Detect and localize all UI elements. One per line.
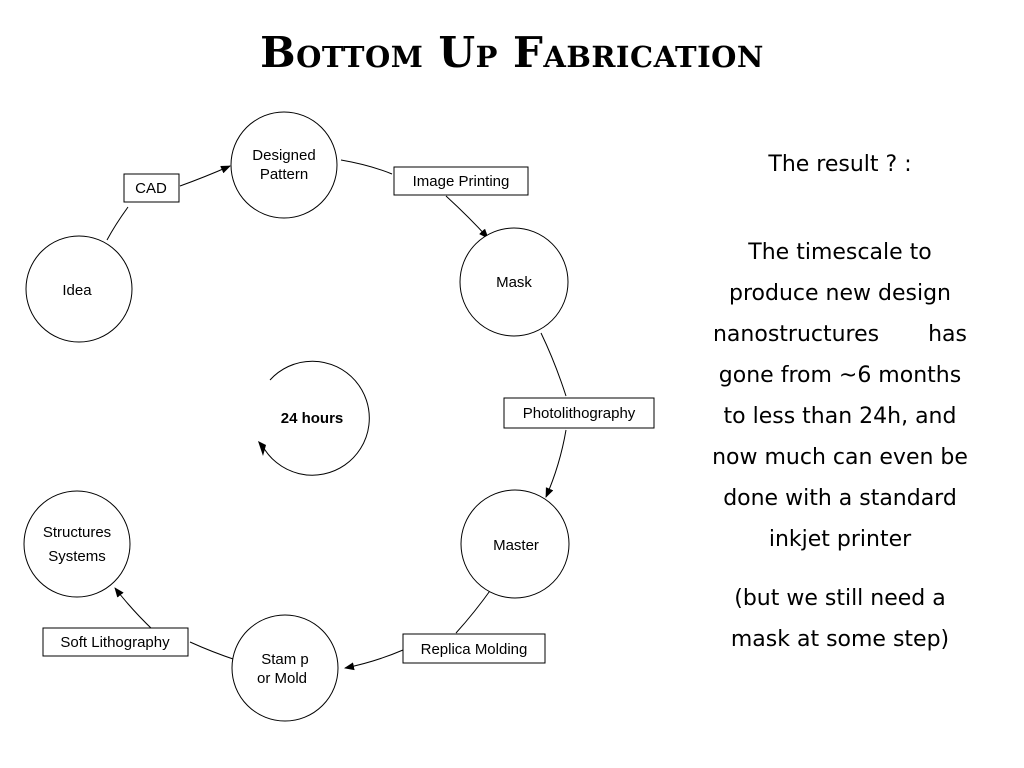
arrow-idea-to-cad — [106, 206, 129, 241]
node-stamp-or-mold-label-line1: Stam p — [261, 651, 309, 668]
center-cycle: 24 hours — [258, 360, 370, 476]
process-box-image-printing-label: Image Printing — [413, 173, 510, 190]
node-designed-pattern-label-line1: Designed — [252, 147, 315, 164]
timescale-line: produce new design — [729, 281, 951, 306]
node-idea: Idea — [25, 235, 133, 343]
node-idea-label: Idea — [62, 282, 92, 299]
process-box-photolithography: Photolithography — [503, 397, 655, 429]
timescale-line: now much can even be — [712, 445, 968, 470]
note-line: (but we still need a — [734, 586, 946, 611]
node-master-label: Master — [493, 537, 539, 554]
page-title: Bottom Up Fabrication — [260, 28, 764, 77]
result-label: The result ? : — [768, 152, 912, 177]
note-line: mask at some step) — [730, 627, 950, 652]
process-box-cad: CAD — [123, 173, 180, 203]
arrow-stamp-to-soft-lithography — [189, 641, 237, 661]
arrow-mask-to-photolithography — [540, 332, 567, 397]
node-stamp-or-mold-label-line2: or Mold — [257, 670, 307, 687]
node-master: Master — [460, 489, 570, 599]
timescale-line: done with a standard — [723, 486, 957, 511]
timescale-line: gone from ~6 months — [718, 363, 962, 388]
node-designed-pattern-label-line2: Pattern — [260, 166, 308, 183]
arrow-photolithography-to-master — [545, 429, 567, 498]
arrow-cad-to-designed-pattern — [179, 165, 231, 187]
arrow-master-to-replica-molding — [455, 587, 493, 634]
center-cycle-arrowhead — [258, 441, 266, 456]
arrow-soft-lithography-to-structures — [114, 587, 154, 631]
fabrication-cycle-diagram: 24 hours Idea Designed Pattern Mask Mast… — [23, 111, 655, 722]
arrow-image-printing-to-mask — [445, 195, 489, 239]
process-box-replica-molding: Replica Molding — [402, 633, 546, 664]
process-box-soft-lithography: Soft Lithography — [42, 627, 189, 657]
node-structures-systems-label-line1: Structures — [43, 524, 111, 541]
mask-note: (but we still need a mask at some step) — [680, 578, 1000, 660]
process-box-photolithography-label: Photolithography — [523, 405, 636, 422]
timescale-paragraph: The timescale to produce new design nano… — [680, 232, 1000, 560]
node-mask: Mask — [459, 227, 569, 337]
node-structures-systems: Structures Systems — [23, 490, 131, 598]
node-mask-label: Mask — [496, 274, 532, 291]
cycle-connectors — [106, 159, 567, 671]
center-cycle-arc — [261, 360, 370, 476]
process-box-image-printing: Image Printing — [393, 166, 529, 196]
timescale-line: The timescale to — [748, 240, 932, 265]
timescale-line: inkjet printer — [768, 527, 912, 552]
arrow-replica-molding-to-stamp — [344, 649, 404, 671]
center-label: 24 hours — [281, 410, 344, 427]
node-designed-pattern: Designed Pattern — [230, 111, 338, 219]
process-box-replica-molding-label: Replica Molding — [421, 641, 528, 658]
timescale-line: to less than 24h, and — [723, 404, 957, 429]
process-box-cad-label: CAD — [135, 180, 167, 197]
arrow-designed-pattern-to-image-printing — [340, 159, 393, 175]
process-box-soft-lithography-label: Soft Lithography — [60, 634, 170, 651]
node-structures-systems-label-line2: Systems — [48, 548, 106, 565]
node-stamp-or-mold: Stam p or Mold — [231, 614, 339, 722]
timescale-line: nanostructures has — [712, 322, 967, 347]
